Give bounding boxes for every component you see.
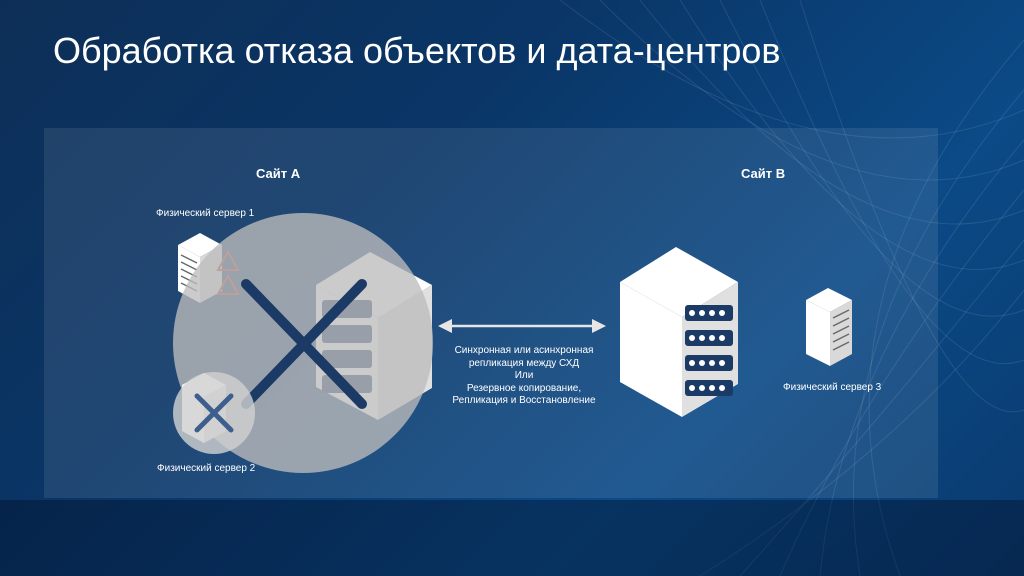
physical-server-3-icon bbox=[806, 288, 852, 366]
replication-line-5: Репликация и Восстановление bbox=[452, 395, 596, 406]
physical-server-2-label: Физический сервер 2 bbox=[157, 463, 256, 474]
server-failure-overlay bbox=[173, 372, 255, 454]
physical-server-1-label: Физический сервер 1 bbox=[156, 208, 255, 219]
replication-line-3: Или bbox=[514, 370, 534, 381]
storage-rack-site-b-icon bbox=[620, 247, 738, 417]
page-title: Обработка отказа объектов и дата-центров bbox=[53, 30, 781, 71]
replication-description: Синхронная или асинхронная репликация ме… bbox=[429, 345, 619, 408]
replication-line-1: Синхронная или асинхронная bbox=[454, 345, 594, 356]
site-b-label: Сайт B bbox=[741, 166, 786, 181]
site-a-label: Сайт A bbox=[256, 166, 301, 181]
replication-line-4: Резервное копирование, bbox=[466, 382, 582, 394]
replication-arrow bbox=[438, 319, 606, 333]
replication-line-2: репликация между СХД bbox=[468, 357, 580, 369]
physical-server-3-label: Физический сервер 3 bbox=[783, 382, 882, 393]
